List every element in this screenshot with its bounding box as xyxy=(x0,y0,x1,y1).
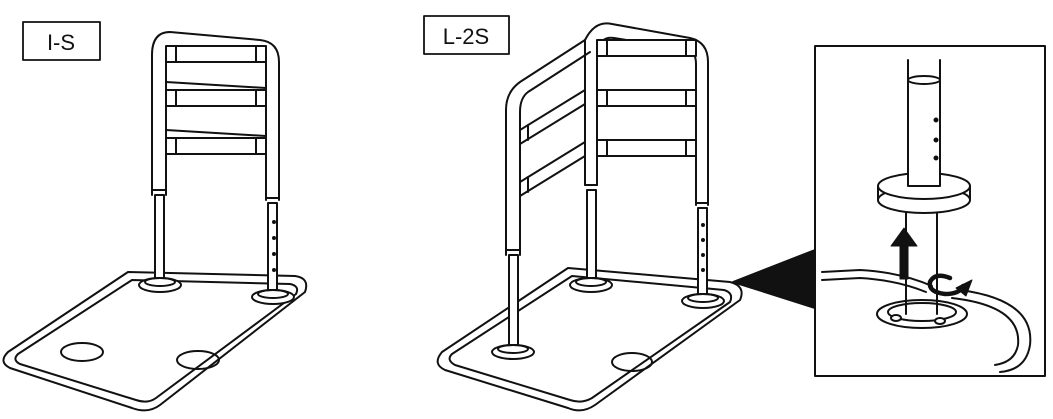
bed-rail-l-2s xyxy=(491,22,725,360)
callout-pointer xyxy=(732,249,816,309)
bed-rail-i-s xyxy=(138,31,295,305)
label-box-i-s: I-S xyxy=(22,21,101,61)
model-label-i-s: I-S xyxy=(47,30,75,55)
model-label-l-2s: L-2S xyxy=(443,24,489,49)
rotate-arrow-icon xyxy=(927,273,973,297)
base-plate-i-s xyxy=(2,271,308,412)
detail-inset xyxy=(814,45,1046,377)
arrow-up-icon xyxy=(890,227,918,280)
base-plate-l-2s xyxy=(436,267,743,412)
label-box-l-2s: L-2S xyxy=(423,15,510,55)
